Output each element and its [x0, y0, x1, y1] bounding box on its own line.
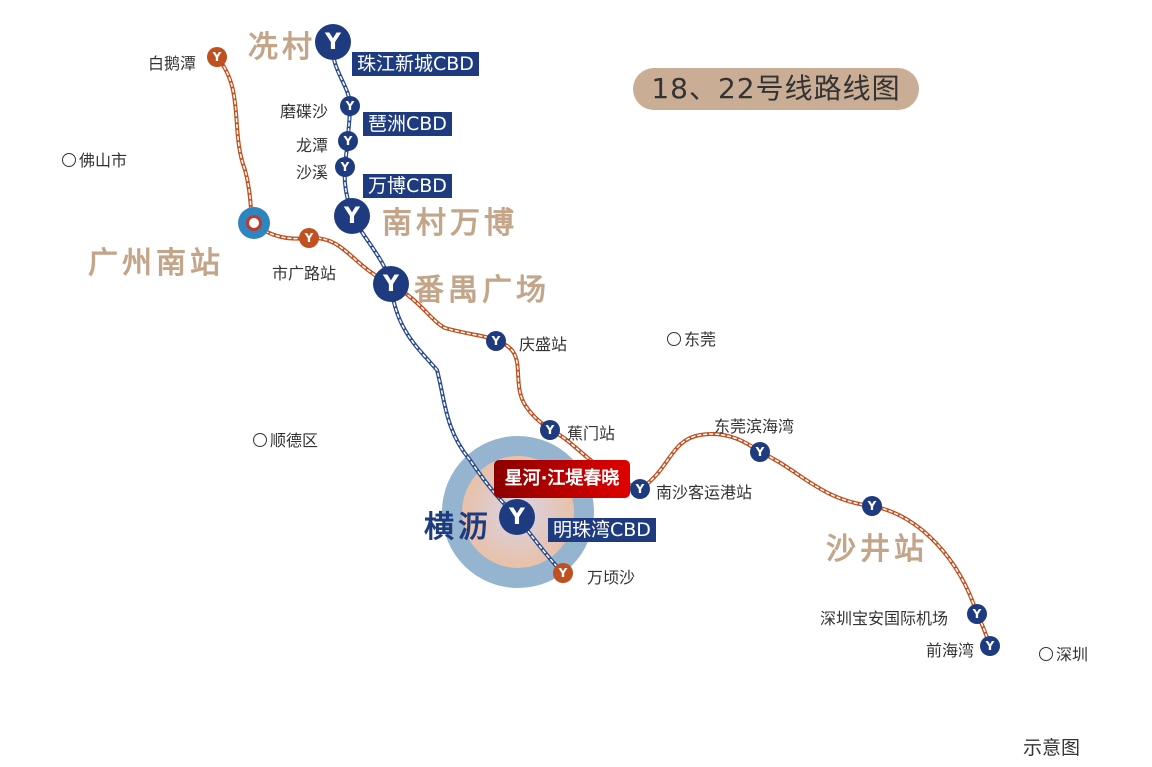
city-dongguan: 东莞: [667, 326, 716, 350]
cbd-zhujiang: 珠江新城CBD: [352, 52, 479, 76]
label-baietan: 白鹅潭: [148, 54, 197, 73]
city-shenzhen: 深圳: [1039, 641, 1088, 665]
station-icon-modiesha: Y: [340, 96, 360, 116]
label-airport: 深圳宝安国际机场: [820, 609, 949, 628]
cbd-pazhou: 琶洲CBD: [363, 112, 452, 136]
line-22-dash: [216, 56, 991, 647]
footnote: 示意图: [1023, 737, 1081, 759]
railway-station-icon: [238, 207, 270, 239]
map-title: 18、22号线路线图: [633, 68, 919, 110]
label-nancun: 南村万博: [382, 206, 518, 241]
station-icon-panyu: Y: [373, 266, 409, 302]
station-icon-jiaomen: Y: [540, 420, 560, 440]
station-icon-nancun: Y: [334, 198, 370, 234]
station-icon-qianhaiwan: Y: [980, 636, 1000, 656]
label-xiancun: 冼村: [248, 30, 316, 65]
station-icon-hengli: Y: [499, 499, 535, 535]
city-shunde: 顺德区: [253, 427, 318, 451]
label-longtan: 龙潭: [296, 136, 329, 155]
label-shiguanglu: 市广路站: [272, 264, 337, 283]
cbd-mingzhu: 明珠湾CBD: [548, 518, 656, 542]
label-nansha-port: 南沙客运港站: [656, 483, 753, 502]
label-hengli: 横沥: [424, 510, 492, 545]
label-shajing: 沙井站: [826, 532, 928, 567]
station-icon-qingsheng: Y: [486, 331, 506, 351]
station-icon-dongguan-bay: Y: [750, 442, 770, 462]
project-label: 星河·江堤春晓: [494, 460, 630, 498]
label-qingsheng: 庆盛站: [519, 335, 568, 354]
label-shaxi: 沙溪: [296, 163, 329, 182]
station-icon-shaxi: Y: [335, 157, 355, 177]
label-wanqingsha: 万顷沙: [587, 568, 636, 587]
label-qianhaiwan: 前海湾: [926, 641, 975, 660]
station-icon-wanqingsha: Y: [553, 563, 573, 583]
station-icon-shiguanglu: Y: [299, 228, 319, 248]
label-panyu: 番禺广场: [414, 273, 550, 308]
cbd-wanbo: 万博CBD: [363, 174, 452, 198]
label-jiaomen: 蕉门站: [567, 424, 616, 443]
station-icon-baietan: Y: [207, 47, 227, 67]
station-icon-xiancun: Y: [315, 24, 351, 60]
station-icon-longtan: Y: [338, 131, 358, 151]
station-icon-airport: Y: [967, 604, 987, 624]
station-icon-nansha-port: Y: [630, 479, 650, 499]
label-dongguan-bay: 东莞滨海湾: [714, 417, 795, 436]
city-foshan: 佛山市: [62, 147, 127, 171]
station-icon-shajing: Y: [862, 496, 882, 516]
label-modiesha: 磨碟沙: [280, 102, 329, 121]
label-gznan: 广州南站: [88, 246, 224, 281]
